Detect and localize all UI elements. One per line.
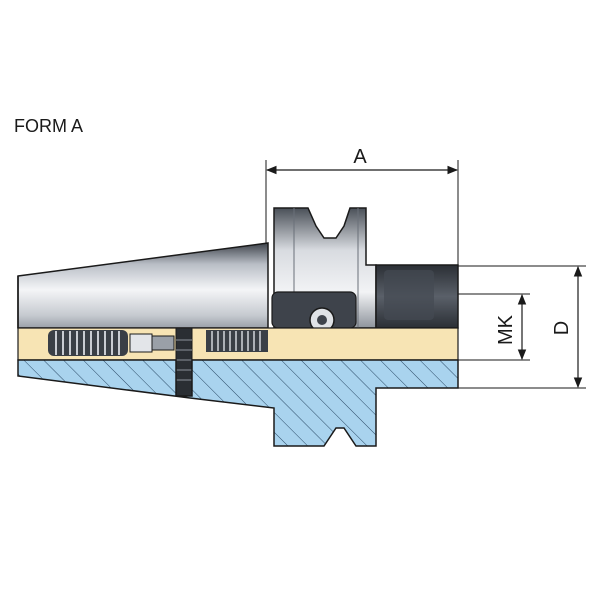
dimension-d-label: D (551, 321, 573, 335)
set-screw (175, 327, 193, 397)
dimension-a: A (265, 146, 459, 265)
dimension-mk-label: MK (495, 314, 517, 345)
section-body (17, 359, 459, 447)
retention-thread (48, 330, 175, 356)
form-label: FORM A (14, 116, 84, 136)
dimension-mk: MK (458, 293, 530, 361)
dimension-a-label: A (353, 146, 367, 168)
nose-upper (375, 264, 459, 329)
taper-cone (17, 242, 269, 329)
stop-screw (206, 330, 268, 352)
drive-slot (271, 291, 357, 333)
dimension-d: D (458, 265, 586, 389)
